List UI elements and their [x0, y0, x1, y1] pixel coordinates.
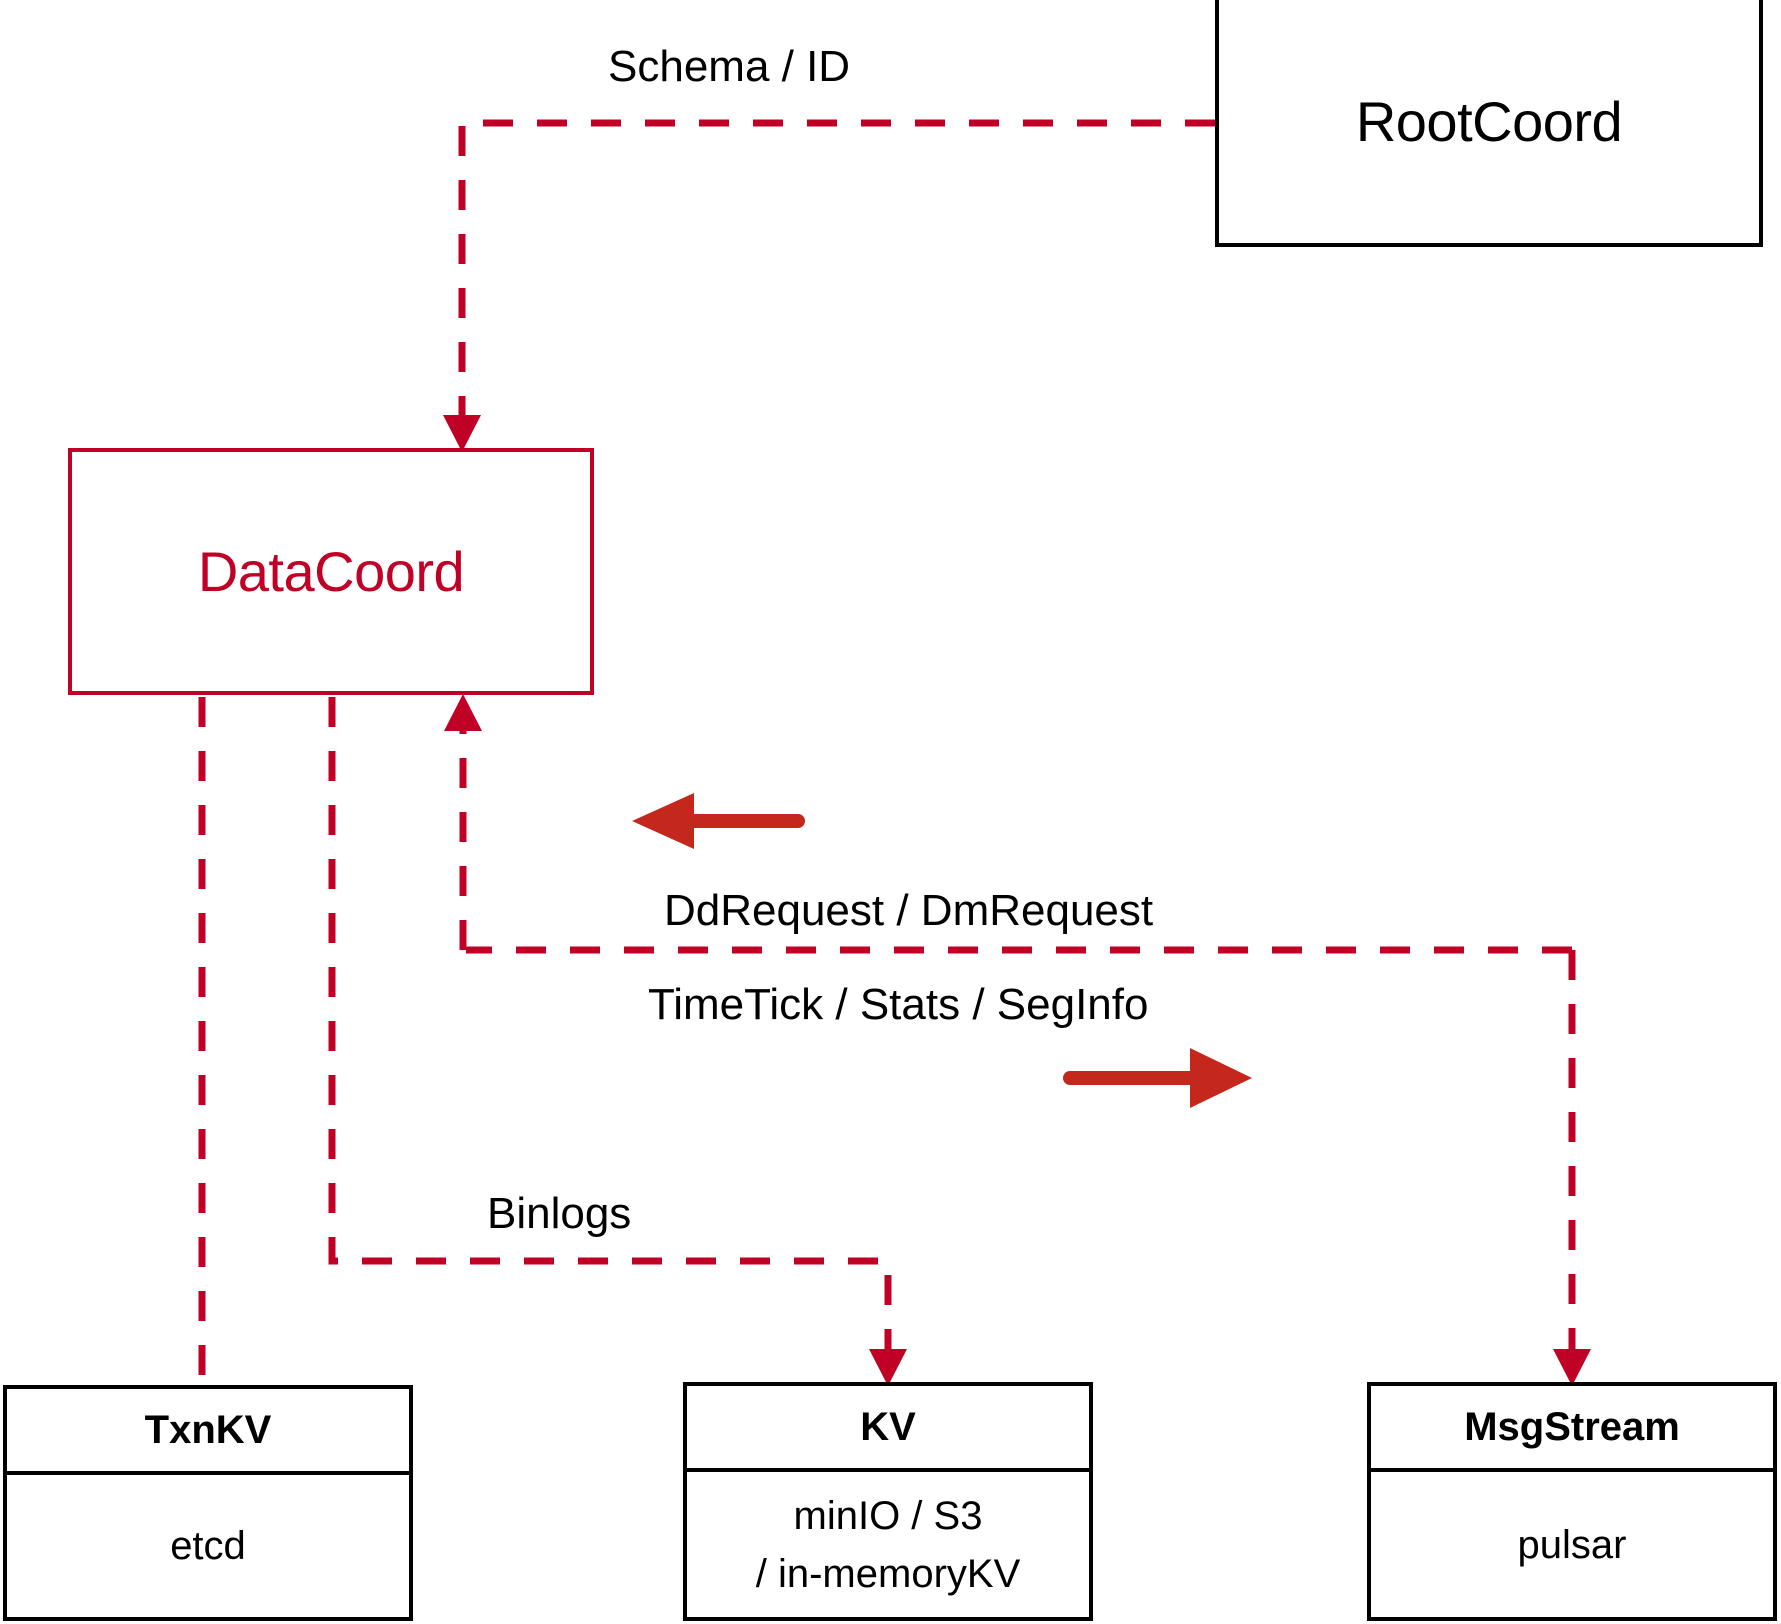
node-txnkv-body-line: etcd	[170, 1524, 246, 1568]
node-kv[interactable]: KV minIO / S3 / in-memoryKV	[683, 1382, 1093, 1621]
node-msgstream-body-line: pulsar	[1517, 1522, 1627, 1567]
edge-msgstream-drop	[1553, 950, 1591, 1386]
node-kv-body: minIO / S3 / in-memoryKV	[687, 1472, 1089, 1617]
node-txnkv-title: TxnKV	[7, 1389, 409, 1475]
node-kv-body-line: minIO / S3	[793, 1493, 983, 1538]
node-txnkv[interactable]: TxnKV etcd	[3, 1385, 413, 1621]
edge-label-timetick-stats-seginfo: TimeTick / Stats / SegInfo	[648, 980, 1149, 1029]
direction-arrow-left	[632, 793, 805, 849]
node-rootcoord-label: RootCoord	[1355, 90, 1623, 153]
node-msgstream-title: MsgStream	[1371, 1386, 1773, 1472]
node-kv-body-line: / in-memoryKV	[755, 1551, 1021, 1596]
edge-label-binlogs: Binlogs	[487, 1189, 632, 1238]
edge-label-dd-dm-request: DdRequest / DmRequest	[664, 886, 1154, 935]
direction-arrow-right	[1063, 1048, 1252, 1108]
node-datacoord-label: DataCoord	[197, 540, 465, 603]
node-datacoord[interactable]: DataCoord	[68, 448, 594, 695]
edge-label-schema-id: Schema / ID	[608, 42, 851, 91]
node-txnkv-body: etcd	[7, 1475, 409, 1617]
node-msgstream-body: pulsar	[1371, 1472, 1773, 1617]
edge-schema-id	[443, 119, 1215, 452]
edge-binlogs	[328, 697, 907, 1386]
node-rootcoord[interactable]: RootCoord	[1215, 0, 1763, 247]
node-msgstream[interactable]: MsgStream pulsar	[1367, 1382, 1777, 1621]
node-kv-title: KV	[687, 1386, 1089, 1472]
